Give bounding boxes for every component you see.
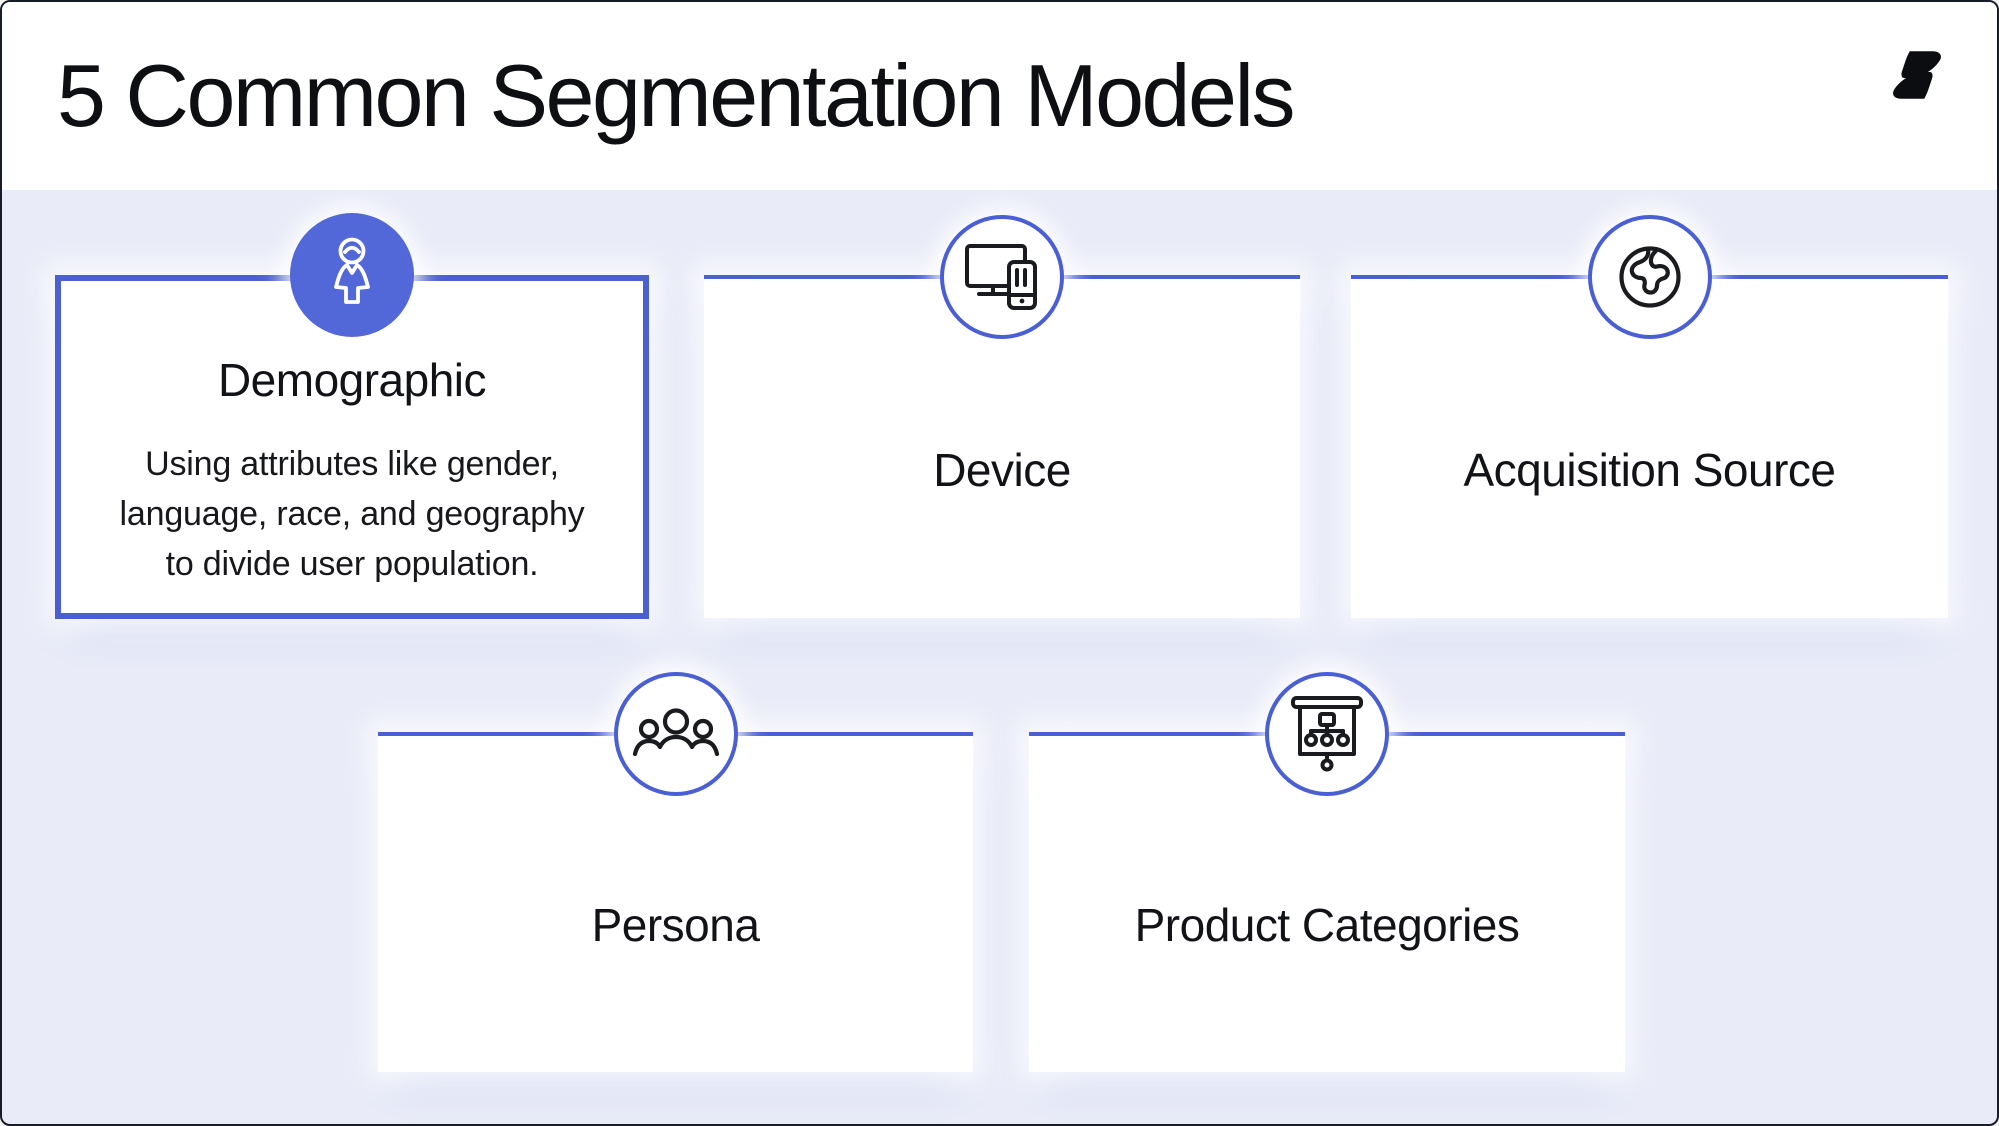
card-body: Persona (378, 736, 973, 1072)
card-acquisition-source: Acquisition Source (1351, 215, 1948, 618)
card-product-categories: Product Categories (1029, 672, 1625, 1072)
device-badge (940, 215, 1064, 339)
card-label: Persona (591, 899, 760, 951)
person-icon (319, 235, 385, 315)
people-icon (632, 705, 720, 763)
brand-logo-icon (1887, 50, 1947, 100)
card-body: Device (704, 279, 1300, 618)
acquisition-source-badge (1587, 215, 1712, 339)
devices-icon (963, 240, 1041, 314)
product-categories-badge (1265, 672, 1389, 796)
demographic-badge (290, 213, 414, 337)
card-body: Demographic Using attributes like gender… (61, 281, 643, 613)
card-persona: Persona (378, 672, 973, 1072)
card-device: Device (704, 215, 1300, 618)
card-label: Demographic (217, 354, 487, 406)
card-description: Using attributes like gender, language, … (119, 445, 585, 583)
card-body: Acquisition Source (1351, 279, 1948, 618)
header: 5 Common Segmentation Models (2, 2, 1997, 190)
card-label: Device (933, 443, 1071, 496)
card-label: Product Categories (1134, 899, 1520, 951)
page-title: 5 Common Segmentation Models (57, 46, 1296, 145)
card-label: Acquisition Source (1463, 443, 1836, 496)
card-body: Product Categories (1029, 736, 1625, 1072)
globe-icon (1614, 241, 1686, 313)
card-demographic: Demographic Using attributes like gender… (55, 213, 649, 619)
persona-badge (613, 672, 738, 796)
presentation-chart-icon (1290, 694, 1364, 774)
